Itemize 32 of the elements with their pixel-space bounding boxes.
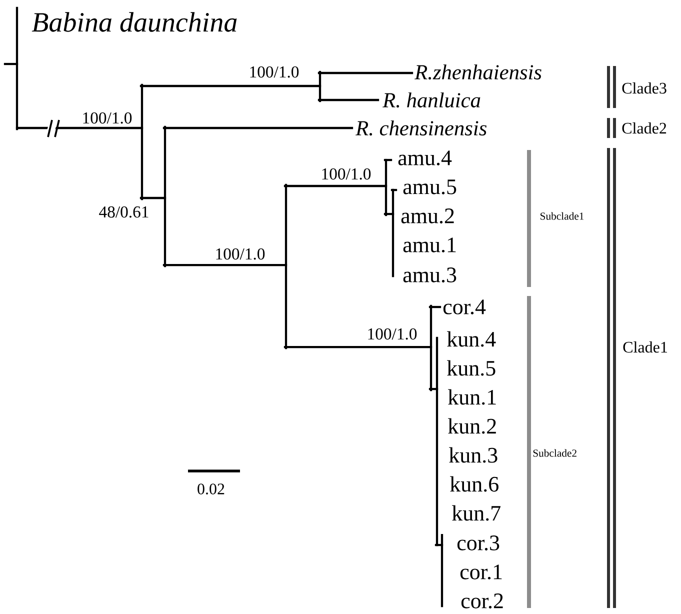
- subclade-label: Subclade1: [540, 212, 584, 220]
- support-value: 100/1.0: [216, 248, 265, 260]
- support-value: 100/1.0: [322, 168, 371, 180]
- tip-label: R. chensinensis: [356, 120, 486, 136]
- tip-label: kun.6: [450, 476, 498, 492]
- tip-label: cor.2: [461, 594, 503, 608]
- tip-label: cor.4: [443, 300, 486, 314]
- tip-label: R.zhenhaiensis: [414, 64, 542, 80]
- clade-label: Clade3: [622, 82, 666, 94]
- clade-label: Clade2: [622, 122, 666, 134]
- tip-label: cor.1: [460, 564, 502, 580]
- support-value: 48/0.61: [99, 206, 148, 218]
- tip-label: amu.1: [403, 238, 456, 252]
- tip-label: kun.5: [447, 360, 496, 376]
- tip-label: kun.7: [452, 505, 500, 521]
- support-value: 100/1.0: [83, 112, 132, 124]
- tip-label: amu.2: [401, 208, 454, 224]
- tip-label: amu.3: [403, 268, 456, 282]
- tip-label: kun.2: [448, 418, 496, 434]
- tip-label: R. hanluica: [382, 92, 480, 108]
- tip-label: kun.3: [449, 447, 498, 463]
- scale-label: 0.02: [198, 484, 224, 494]
- support-value: 100/1.0: [250, 66, 299, 78]
- subclade-label: Subclade2: [533, 449, 576, 457]
- tip-label: kun.4: [447, 331, 496, 347]
- tip-label: amu.5: [403, 180, 456, 194]
- clade-label: Clade1: [623, 341, 667, 353]
- support-value: 100/1.0: [368, 328, 417, 340]
- tip-label: Babina daunchina: [32, 12, 237, 32]
- tip-label: amu.4: [398, 150, 452, 166]
- tip-label: kun.1: [448, 389, 496, 405]
- tip-label: cor.3: [457, 536, 500, 550]
